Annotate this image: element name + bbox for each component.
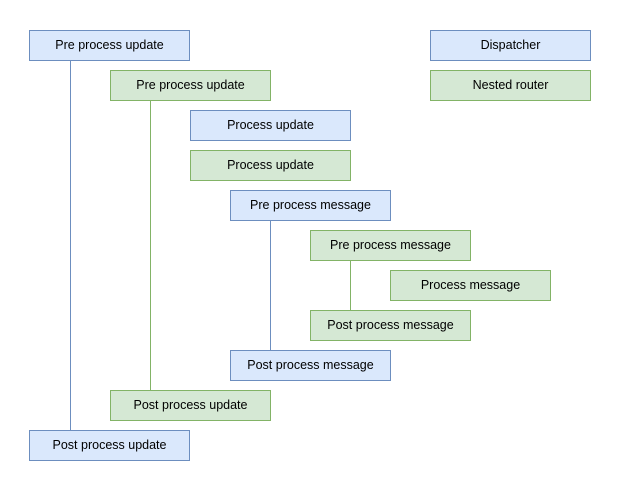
legend-item-label: Nested router [472,78,549,93]
lifecycle-node[interactable]: Post process message [310,310,471,341]
lifecycle-node-label: Process update [227,158,314,173]
lifecycle-node[interactable]: Process message [390,270,551,301]
connector-line [150,101,151,390]
connector-line [350,261,351,310]
lifecycle-node-label: Post process message [327,318,454,333]
lifecycle-node-label: Process update [227,118,314,133]
connector-line [270,221,271,350]
lifecycle-node-label: Pre process message [330,238,451,253]
lifecycle-node-label: Post process update [52,438,167,453]
lifecycle-node-label: Process message [420,278,521,293]
lifecycle-node-label: Pre process update [136,78,245,93]
lifecycle-node-label: Pre process update [55,38,164,53]
lifecycle-node[interactable]: Pre process message [310,230,471,261]
legend-item[interactable]: Nested router [430,70,591,101]
lifecycle-node[interactable]: Pre process message [230,190,391,221]
lifecycle-node[interactable]: Pre process update [29,30,190,61]
lifecycle-node-label: Post process update [133,398,248,413]
lifecycle-node[interactable]: Process update [190,150,351,181]
lifecycle-node[interactable]: Post process update [110,390,271,421]
lifecycle-node-label: Pre process message [250,198,371,213]
legend-item[interactable]: Dispatcher [430,30,591,61]
lifecycle-node[interactable]: Post process message [230,350,391,381]
lifecycle-node-label: Post process message [247,358,374,373]
connector-line [70,61,71,430]
lifecycle-node[interactable]: Process update [190,110,351,141]
lifecycle-node[interactable]: Post process update [29,430,190,461]
lifecycle-node[interactable]: Pre process update [110,70,271,101]
legend-item-label: Dispatcher [480,38,541,53]
